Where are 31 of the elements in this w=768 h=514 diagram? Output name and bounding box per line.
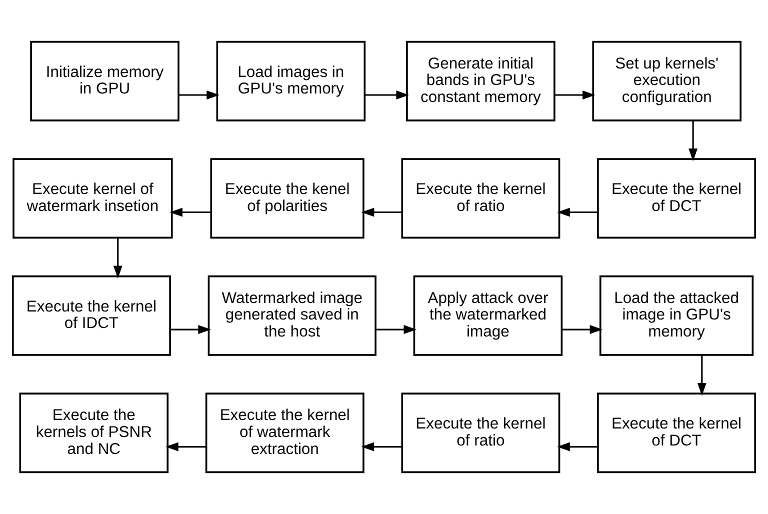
node-box: Execute the kernel of ratio — [401, 392, 560, 474]
node-box: Generate initial bands in GPU's constant memory — [406, 40, 556, 122]
node-box: Load images in GPU's memory — [216, 40, 366, 122]
arrow — [557, 208, 598, 217]
node-box: Load the attacked image in GPU's memory — [599, 275, 754, 356]
arrow — [376, 325, 417, 334]
arrow — [688, 120, 698, 162]
arrow — [166, 442, 206, 452]
arrow — [170, 208, 211, 217]
node-box: Execute the kernel of DCT — [597, 158, 756, 239]
arrow — [113, 238, 122, 279]
node-box: Execute the kernels of PSNR and NC — [19, 392, 169, 474]
node-box: Execute the kernel of watermark extraction — [205, 392, 364, 474]
arrow — [697, 355, 706, 396]
node-box: Initialize memory in GPU — [30, 40, 180, 122]
arrow — [178, 90, 220, 100]
arrow — [170, 325, 212, 334]
arrow — [562, 325, 603, 334]
node-box: Apply attack over the watermarked image — [413, 275, 563, 356]
arrow — [557, 442, 598, 452]
arrow — [361, 442, 402, 452]
node-box: Execute the kernel of ratio — [401, 158, 560, 239]
node-box: Execute kernel of watermark insetion — [12, 158, 173, 239]
arrow — [361, 208, 402, 217]
node-box: Execute the kernel of IDCT — [12, 275, 171, 356]
arrow — [364, 90, 410, 100]
node-box: Execute the kenel of polarities — [210, 158, 364, 239]
node-box: Set up kernels' execution configuration — [592, 40, 742, 122]
node-box: Execute the kernel of DCT — [597, 392, 756, 474]
node-box: Watermarked image generated saved in the host — [208, 275, 376, 356]
arrow — [554, 90, 596, 100]
